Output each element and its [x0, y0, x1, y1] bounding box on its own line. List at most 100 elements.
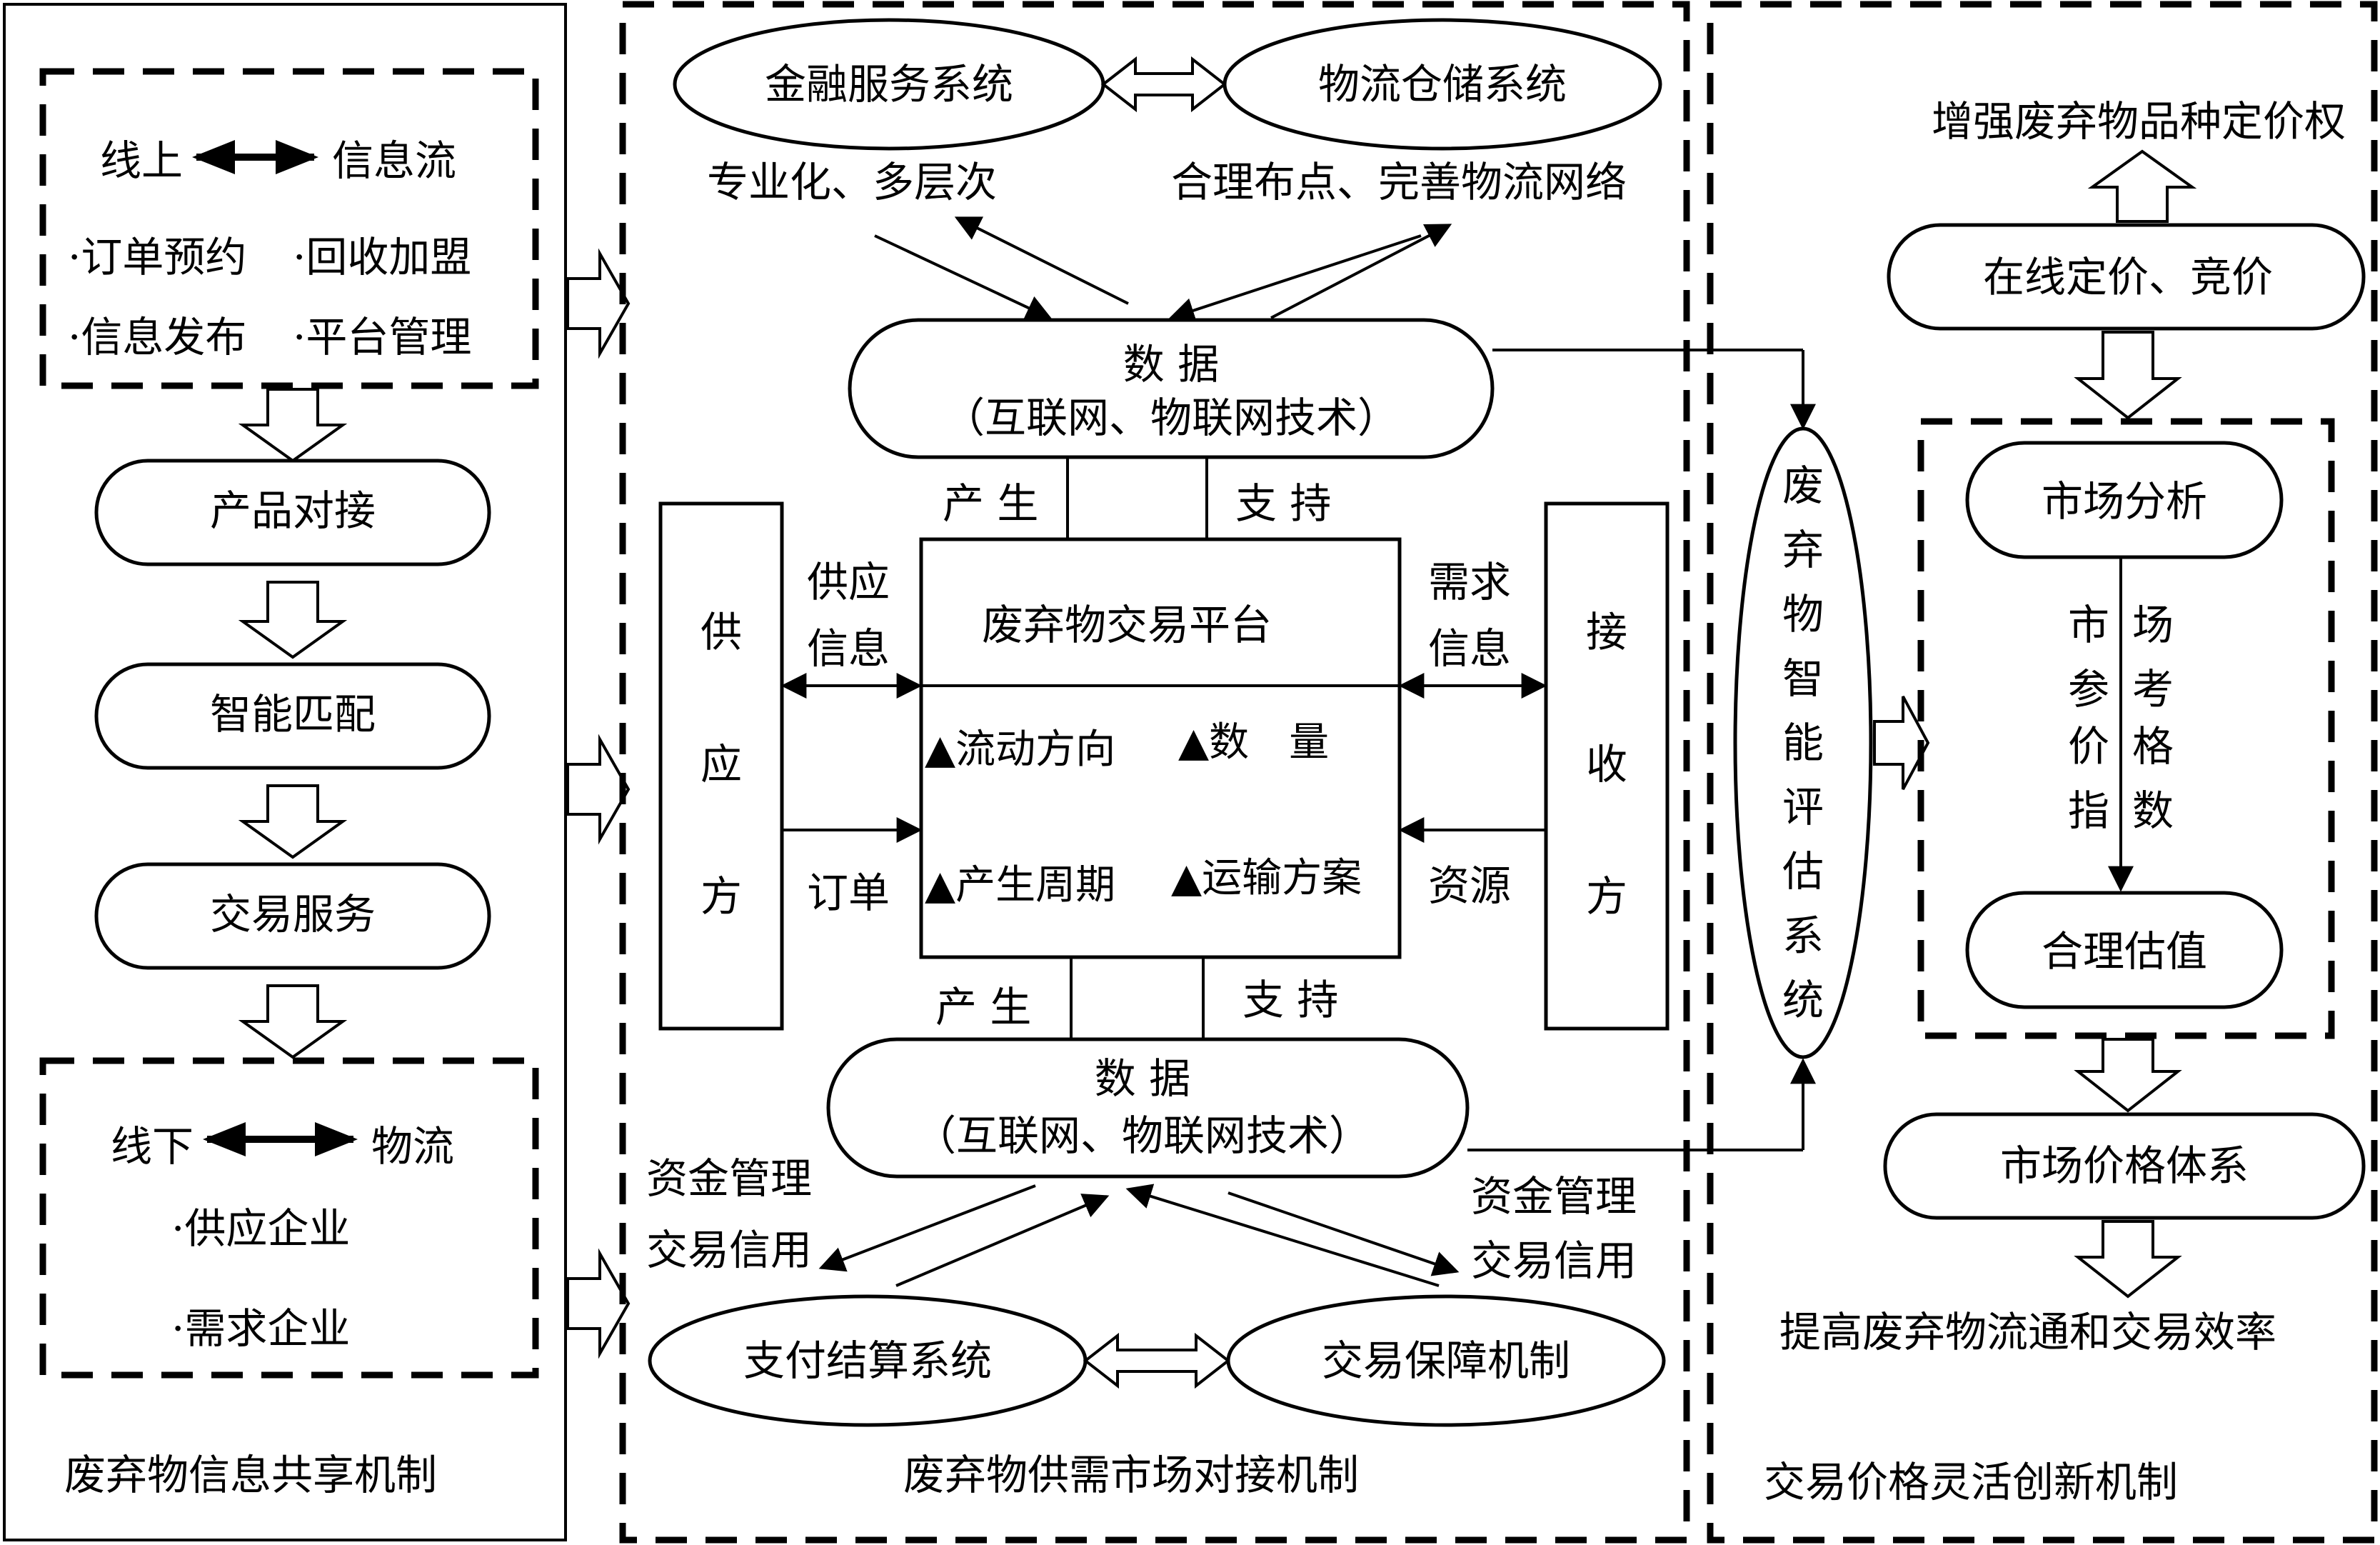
eval-char: 弃 [1782, 526, 1824, 574]
market-analysis-node [1965, 441, 2284, 559]
arrow-to-data [895, 1194, 1110, 1287]
produce-label-top: 产 生 [943, 479, 1038, 528]
online-pricing-label: 在线定价、竞价 [1983, 253, 2273, 301]
middle-caption: 废弃物供需市场对接机制 [903, 1451, 1359, 1499]
produce-label-bottom: 产 生 [935, 983, 1031, 1031]
market-ref-char: 格 [2132, 722, 2174, 771]
supply-side-char: 供 [701, 608, 742, 656]
step-trade-service [94, 862, 491, 970]
supply-info-label: 供应 [807, 558, 890, 606]
platform-title: 废弃物交易平台 [982, 601, 1272, 649]
down-arrow [2074, 1220, 2182, 1299]
receive-side-char: 收 [1586, 740, 1627, 789]
supply-side-node [658, 501, 784, 1031]
arrow-to-data [1125, 1184, 1440, 1287]
valuation-label: 合理估值 [2042, 927, 2207, 976]
offline-item: ·供应企业 [171, 1204, 350, 1253]
demand-info-label: 需求 [1428, 558, 1511, 606]
eval-char: 废 [1782, 461, 1824, 510]
logistics-system-node [1222, 18, 1662, 151]
step-smart-match [94, 662, 491, 770]
market-analysis-label: 市场分析 [2042, 477, 2207, 526]
finance-system-label: 金融服务系统 [765, 60, 1013, 109]
left-caption: 废弃物信息共享机制 [64, 1451, 437, 1499]
right-arrow [1873, 696, 1930, 790]
right-arrow [566, 1248, 631, 1359]
fund-right-label: 资金管理 [1471, 1172, 1637, 1221]
demand-info-label: 信息 [1428, 624, 1511, 673]
step-label: 交易服务 [210, 890, 376, 939]
pricing-power-label: 增强废弃物品种定价权 [1932, 97, 2346, 146]
offline-group-box [39, 1057, 539, 1379]
right-arrow [566, 248, 631, 359]
online-group-box [39, 68, 539, 389]
fund-left-label: 交易信用 [646, 1226, 812, 1274]
eval-char: 能 [1782, 719, 1824, 767]
platform-item: ▲数 量 [1178, 719, 1329, 766]
order-label: 订单 [807, 869, 890, 917]
data-top-title: 数 据 [1123, 340, 1219, 389]
supply-info-label: 信息 [807, 624, 890, 673]
arrow-to-data [874, 234, 1053, 320]
efficiency-label: 提高废弃物流通和交易效率 [1779, 1308, 2276, 1356]
online-item: ·订单预约 [68, 233, 246, 281]
receive-side-char: 接 [1586, 608, 1627, 656]
down-arrow [238, 984, 348, 1059]
online-item: ·回收加盟 [293, 233, 471, 281]
arrow-to-data [1168, 234, 1422, 323]
offline-item: ·需求企业 [171, 1304, 350, 1353]
receive-side-char: 方 [1586, 872, 1627, 921]
left-column-frame [3, 3, 567, 1541]
platform-item: ▲流动方向 [925, 726, 1115, 773]
data-bottom-node [826, 1037, 1470, 1179]
right-caption: 交易价格灵活创新机制 [1764, 1458, 2178, 1506]
payment-system-label: 支付结算系统 [743, 1336, 992, 1385]
data-top-node [848, 318, 1495, 459]
guarantee-system-node [1226, 1294, 1666, 1427]
supply-side-char: 方 [701, 872, 742, 921]
market-ref-char: 场 [2132, 601, 2174, 649]
right-arrow [566, 734, 631, 845]
logistics-label: 物流 [371, 1122, 454, 1171]
online-pricing-node [1887, 223, 2366, 331]
arrow-to-fund [1227, 1191, 1460, 1276]
arrow-to-note [954, 216, 1129, 305]
down-arrow [238, 581, 348, 659]
price-system-label: 市场价格体系 [2000, 1141, 2249, 1190]
fund-right-label: 交易信用 [1471, 1236, 1637, 1285]
price-system-node [1883, 1112, 2366, 1220]
market-ref-char: 指 [2068, 786, 2109, 835]
market-ref-char: 价 [2068, 722, 2109, 771]
valuation-node [1965, 891, 2284, 1009]
guarantee-system-label: 交易保障机制 [1322, 1336, 1570, 1385]
market-ref-char: 参 [2068, 665, 2109, 714]
info-flow-label: 信息流 [332, 136, 456, 185]
market-ref-char: 数 [2132, 786, 2174, 835]
arrow-to-fund [818, 1184, 1036, 1272]
down-arrow [2074, 331, 2182, 420]
down-arrow [238, 784, 348, 859]
eval-char: 估 [1782, 847, 1824, 896]
eval-char: 系 [1782, 911, 1824, 960]
double-hollow-arrow [1100, 56, 1227, 113]
online-item: ·平台管理 [293, 313, 471, 361]
offline-label: 线下 [111, 1122, 194, 1171]
eval-char: 评 [1782, 783, 1824, 831]
eval-char: 智 [1782, 654, 1824, 703]
down-arrow [2074, 1038, 2182, 1113]
data-bottom-title: 数 据 [1095, 1054, 1190, 1103]
support-label-bottom: 支 持 [1242, 976, 1338, 1024]
down-arrow [238, 388, 348, 463]
platform-item: ▲产生周期 [925, 862, 1115, 909]
data-bottom-subtitle: （互联网、物联网技术） [915, 1111, 1370, 1160]
market-group-box [1917, 418, 2335, 1039]
up-arrow [2087, 149, 2197, 223]
eval-char: 物 [1782, 590, 1824, 639]
evaluation-system-node [1733, 426, 1873, 1059]
step-label: 产品对接 [210, 486, 376, 535]
platform-item: ▲运输方案 [1171, 855, 1362, 901]
resource-label: 资源 [1428, 861, 1511, 910]
note-network: 合理布点、完善物流网络 [1171, 158, 1627, 206]
